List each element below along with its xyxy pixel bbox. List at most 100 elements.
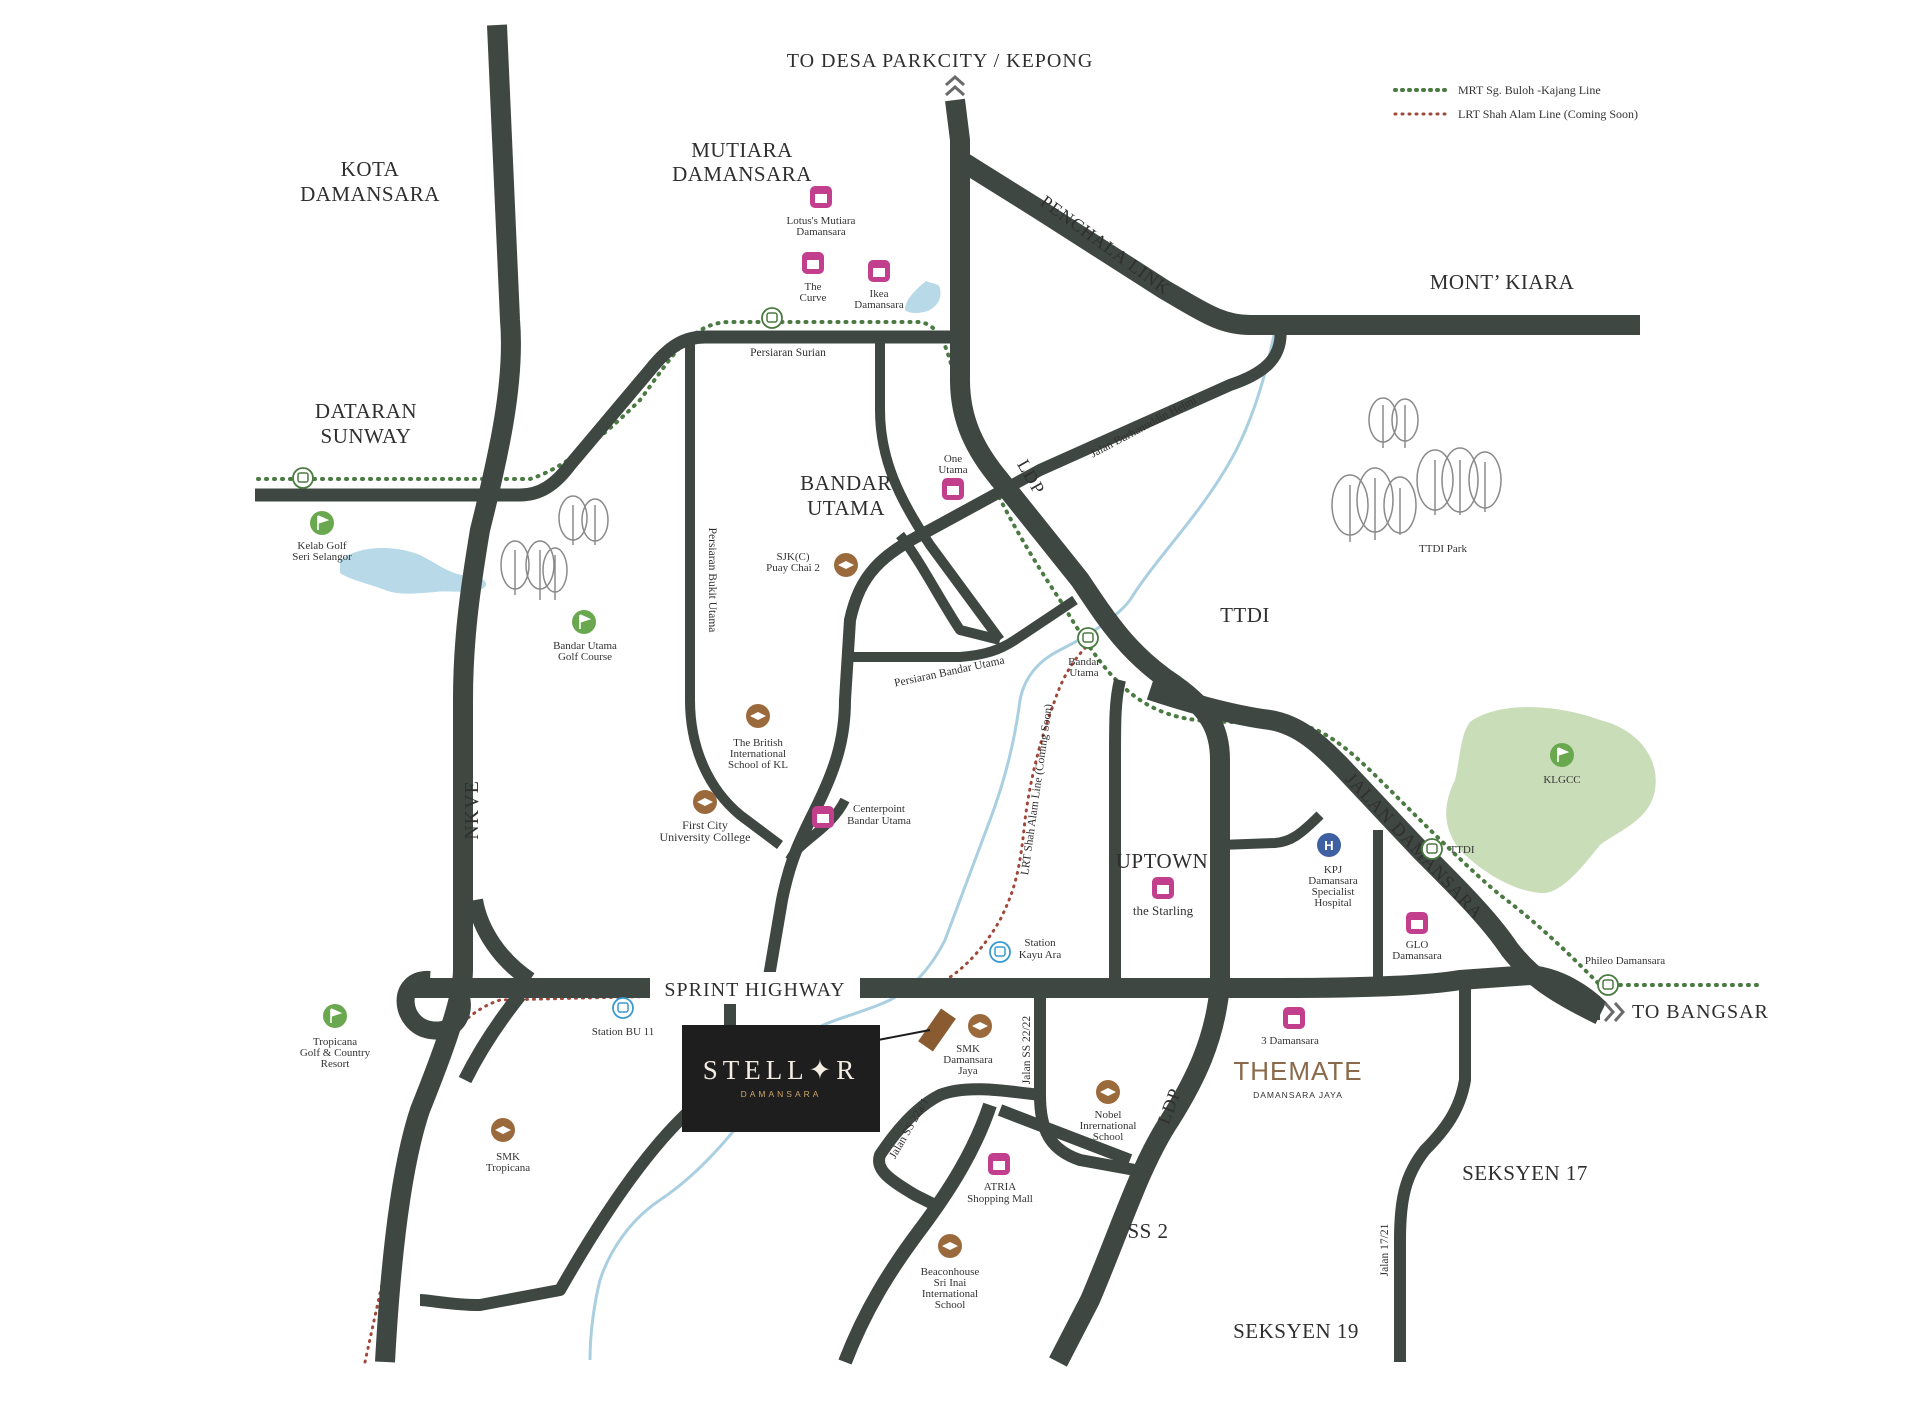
shopping-bag-icon (802, 252, 824, 274)
poi-ikea-2: Damansara (854, 299, 904, 311)
poi-first-city-2: University College (660, 830, 751, 844)
label-nkve: NKVE (461, 780, 483, 840)
road-ss22-south (838, 1102, 997, 1365)
poi-curve-1: The (804, 281, 821, 293)
poi-lotus-2: Damansara (796, 226, 846, 238)
poi-atria-2: Shopping Mall (967, 1193, 1033, 1205)
poi-smk-dj-2: Damansara (943, 1054, 993, 1066)
lake-mutiara (905, 281, 941, 313)
station-ttdi: TTDI (1449, 844, 1474, 856)
train-icon (1077, 627, 1099, 649)
svg-text:H: H (1324, 838, 1333, 853)
stellar-box[interactable]: STELL✦R DAMANSARA (682, 1025, 880, 1132)
road-first-city (785, 797, 850, 863)
area-bandar-2: UTAMA (807, 496, 885, 520)
direction-north: TO DESA PARKCITY / KEPONG (787, 50, 1094, 72)
nkve-road (375, 24, 521, 1363)
poi-first-city-1: First City (682, 818, 728, 832)
poi-smk-dj-1: SMK (956, 1043, 980, 1055)
poi-nobel-2: Inrernational (1080, 1120, 1137, 1132)
sprint-highway (410, 965, 1608, 1018)
area-ss2: SS 2 (1127, 1219, 1168, 1243)
poi-one-utama-2: Utama (938, 464, 967, 476)
interchange-loop (396, 971, 471, 1040)
golf-flag-icon (572, 610, 596, 634)
road-burhanuddin (759, 324, 1287, 1002)
poi-tropicana-golf-2: Golf & Country (300, 1047, 371, 1059)
stellar-sub: DAMANSARA (741, 1089, 822, 1099)
graduation-cap-icon (693, 790, 717, 814)
poi-beaconhouse-2: Sri Inai (934, 1277, 967, 1289)
poi-one-utama-1: One (944, 453, 962, 465)
golf-flag-icon (310, 511, 334, 535)
poi-ttdi-park: TTDI Park (1419, 543, 1467, 555)
lake-seri-selangor (340, 548, 487, 594)
shopping-bag-icon (988, 1153, 1010, 1175)
poi-smk-tropicana-1: SMK (496, 1151, 520, 1163)
east-arrow-icon (1603, 1002, 1626, 1022)
road-persiaran-bandar-utama (850, 595, 1078, 662)
legend: MRT Sg. Buloh -Kajang Line LRT Shah Alam… (1393, 83, 1638, 121)
area-uptown: UPTOWN (1116, 849, 1208, 873)
shopping-bag-icon (810, 186, 832, 208)
poi-beaconhouse-3: International (922, 1288, 978, 1300)
street-burhanuddin: Jalan Burhanuddin Helmi (1089, 394, 1199, 460)
poi-starling: the Starling (1133, 903, 1194, 918)
poi-glo-1: GLO (1406, 939, 1429, 951)
hospital-icon: H (1317, 833, 1341, 857)
golf-flag-icon (1550, 743, 1574, 767)
poi-nobel-3: School (1093, 1131, 1124, 1143)
poi-kelab-golf-1: Kelab Golf (297, 540, 347, 552)
shopping-bag-icon (868, 260, 890, 282)
station-bandar-utama-2: Utama (1069, 667, 1098, 679)
area-dataran-1: DATARAN (315, 399, 417, 423)
road-ss22-22 (1034, 988, 1137, 1176)
interchange-ramp (467, 898, 535, 987)
graduation-cap-icon (968, 1014, 992, 1038)
poi-bu-golf-1: Bandar Utama (553, 640, 617, 652)
bangsar-junction (1590, 996, 1600, 1020)
klgcc-park (1446, 707, 1656, 894)
poi-kpj-3: Specialist (1312, 886, 1355, 898)
graduation-cap-icon (746, 704, 770, 728)
street-ss22-22: Jalan SS 22/22 (1021, 1016, 1033, 1085)
legend-lrt-label: LRT Shah Alam Line (Coming Soon) (1458, 107, 1638, 121)
trees-ttdi-park (1331, 397, 1502, 542)
poi-tropicana-golf-1: Tropicana (313, 1036, 357, 1048)
river (588, 329, 1277, 1361)
graduation-cap-icon (491, 1118, 515, 1142)
area-kota-2: DAMANSARA (300, 182, 440, 206)
area-kota-1: KOTA (341, 157, 400, 181)
themate-logo[interactable]: THEMATE DAMANSARA JAYA (1233, 1056, 1362, 1100)
area-bandar-1: BANDAR (800, 471, 892, 495)
legend-mrt-label: MRT Sg. Buloh -Kajang Line (1458, 83, 1601, 97)
station-bu11: Station BU 11 (592, 1026, 655, 1038)
area-seksyen19: SEKSYEN 19 (1233, 1319, 1359, 1343)
poi-centerpoint-1: Centerpoint (853, 803, 905, 815)
themate-name: THEMATE (1233, 1056, 1362, 1086)
label-penchala: PENCHALA LINK (1037, 191, 1175, 299)
poi-british-1: The British (733, 737, 783, 749)
graduation-cap-icon (938, 1234, 962, 1258)
street-lrt-line: LRT Shah Alam Line (Coming Soon) (1019, 703, 1055, 876)
area-dataran-2: SUNWAY (321, 424, 412, 448)
poi-centerpoint-2: Bandar Utama (847, 815, 911, 827)
poi-sjkc-2: Puay Chai 2 (766, 562, 820, 574)
graduation-cap-icon (1096, 1080, 1120, 1104)
area-ttdi: TTDI (1220, 603, 1270, 627)
shopping-bag-icon (1406, 912, 1428, 934)
train-icon (292, 467, 314, 489)
stellar-leader-line (877, 1029, 931, 1041)
north-arrow-icon (945, 74, 965, 97)
poi-beaconhouse-4: School (935, 1299, 966, 1311)
road-centre (896, 531, 1002, 645)
poi-atria-1: ATRIA (984, 1181, 1016, 1193)
shopping-bag-icon (812, 806, 834, 828)
sprint-label-gap (650, 972, 860, 1004)
poi-british-3: School of KL (728, 759, 788, 771)
road-nobel (997, 1104, 1133, 1166)
poi-sjkc-1: SJK(C) (776, 551, 809, 563)
street-persiaran-surian: Persiaran Surian (750, 347, 826, 359)
stellar-site-marker (918, 1008, 956, 1052)
